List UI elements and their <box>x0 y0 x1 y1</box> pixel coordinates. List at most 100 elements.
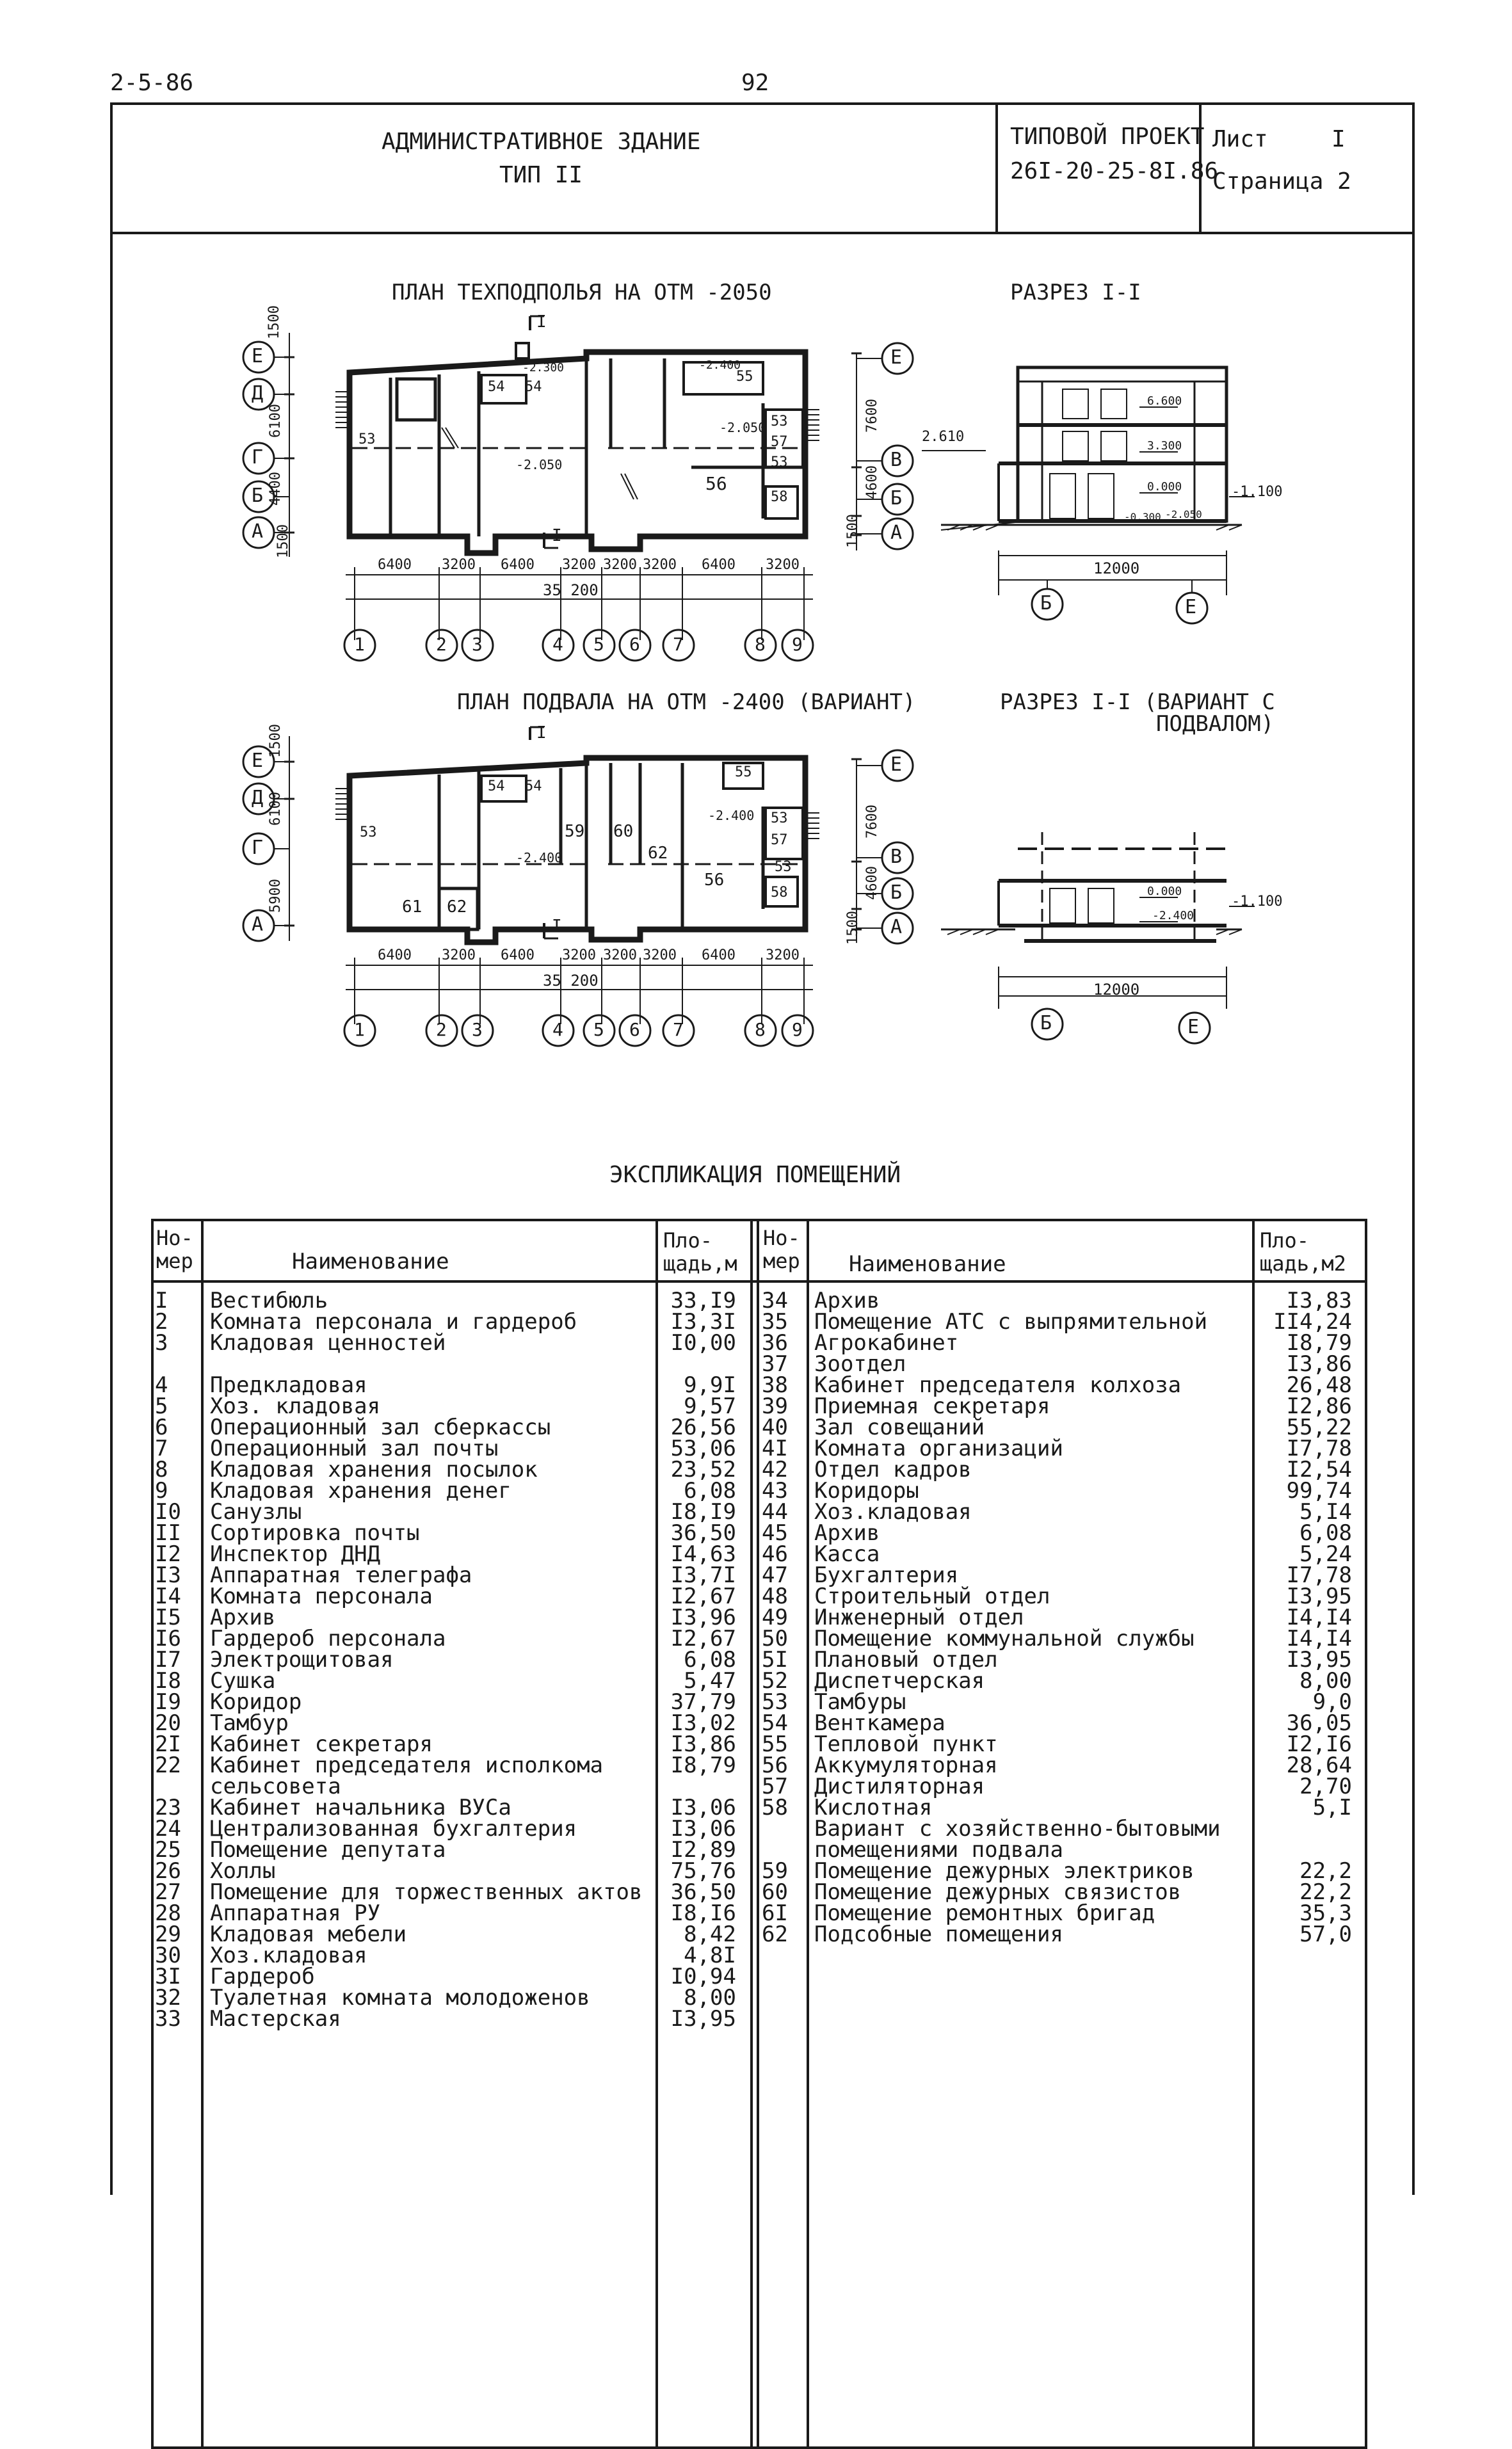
section2-level-1100: -1.100 <box>1232 894 1283 910</box>
left-row-name: Централизованная бухгалтерия <box>210 1816 577 1842</box>
plan2-room-61: 61 <box>402 897 422 917</box>
left-row-no: I6 <box>155 1626 181 1651</box>
section1-dim: 12000 <box>1093 559 1140 577</box>
left-row-area: 33,I9 <box>670 1288 736 1313</box>
plan1-dim-bottom-6: 3200 <box>643 557 677 573</box>
sheet-label: Лист <box>1212 126 1268 152</box>
plan2-room-59: 59 <box>565 822 585 841</box>
right-row-no: 57 <box>762 1774 788 1799</box>
right-row-name: Плановый отдел <box>814 1647 998 1673</box>
right-row-area: I2,54 <box>1286 1457 1352 1482</box>
left-row-no: 22 <box>155 1753 181 1778</box>
plan1-axis-right-a: А <box>890 522 903 544</box>
right-row-name: Вариант с хозяйственно-бытовыми <box>814 1816 1221 1842</box>
right-row-no: 34 <box>762 1288 788 1313</box>
plan1-dim-bottom-1: 6400 <box>378 557 412 573</box>
left-row-no: 2I <box>155 1731 181 1757</box>
plan1-room-54a: 54 <box>488 379 505 395</box>
left-row-area: 36,50 <box>670 1520 736 1546</box>
plan2-level-1: -2.400 <box>516 850 563 865</box>
right-row-area: 36,05 <box>1286 1710 1352 1736</box>
left-row-no: I4 <box>155 1584 181 1609</box>
plan2-room-56: 56 <box>704 871 725 890</box>
left-row-no: I8 <box>155 1668 181 1694</box>
left-row-name: Предкладовая <box>210 1372 367 1398</box>
section2-title-line2: ПОДВАЛОМ) <box>1156 711 1275 737</box>
plan1-axis-right-e: Е <box>890 346 903 369</box>
right-row-name: Зоотдел <box>814 1351 906 1377</box>
left-row-name: Коридор <box>210 1689 302 1715</box>
left-row-no: I5 <box>155 1605 181 1630</box>
right-row-area: 6,08 <box>1299 1520 1352 1546</box>
plan1-dim-right-3: 1500 <box>845 514 861 548</box>
left-row-area: 4,8I <box>684 1943 736 1968</box>
plan1-room-55: 55 <box>736 369 753 385</box>
plan2-room-54b: 54 <box>525 778 542 794</box>
right-row-no: 47 <box>762 1562 788 1588</box>
plan2-dim-bottom-5: 3200 <box>603 947 637 963</box>
header-area-left-1: Пло- <box>663 1228 713 1253</box>
left-row-name: Гардероб <box>210 1964 315 1989</box>
plan1-dim-total: 35 200 <box>543 581 599 599</box>
left-row-no: I0 <box>155 1499 181 1525</box>
left-row-name: Электрощитовая <box>210 1647 394 1673</box>
project-label: ТИПОВОЙ ПРОЕКТ <box>1010 124 1205 150</box>
plan2-dim-bottom-2: 3200 <box>442 947 476 963</box>
right-row-area: 28,64 <box>1286 1753 1352 1778</box>
plan1-axis-left-a: А <box>252 520 264 543</box>
plan2-axis-right-e: Е <box>890 753 903 776</box>
title-block-divider-2 <box>1199 102 1202 233</box>
plan2-room-55: 55 <box>735 764 752 780</box>
section1-level-0000: 0.000 <box>1147 480 1182 494</box>
left-row-area: I3,7I <box>670 1562 736 1588</box>
plan1-dim-left-1: 1500 <box>266 305 282 339</box>
plan1-axis-4: 4 <box>552 634 563 655</box>
left-row-area: 36,50 <box>670 1879 736 1905</box>
project-number: 26I-20-25-8I.86 <box>1010 158 1219 184</box>
plan1-dim-right-1: 7600 <box>864 399 880 433</box>
plan1-dim-bottom-3: 6400 <box>501 557 535 573</box>
left-row-name: Кладовая мебели <box>210 1922 407 1947</box>
left-row-name: Хоз. кладовая <box>210 1393 381 1419</box>
left-row-area: I0,00 <box>670 1330 736 1356</box>
left-row-area: I3,06 <box>670 1816 736 1842</box>
left-row-no: 28 <box>155 1900 181 1926</box>
plan2-axis-left-g: Г <box>252 837 264 859</box>
right-row-no: 40 <box>762 1415 788 1440</box>
header-name-right: Наименование <box>849 1251 1006 1277</box>
right-row-no: 58 <box>762 1795 788 1820</box>
left-row-name: Комната персонала и гардероб <box>210 1309 577 1335</box>
plan1-dim-bottom-5: 3200 <box>603 557 637 573</box>
left-row-area: I3,86 <box>670 1731 736 1757</box>
left-row-name: Комната персонала <box>210 1584 433 1609</box>
plan2-dim-left-3: 5900 <box>268 879 284 913</box>
right-row-name: Бухгалтерия <box>814 1562 959 1588</box>
right-row-no: 4I <box>762 1436 788 1461</box>
left-row-area: 8,42 <box>684 1922 736 1947</box>
right-row-area: 9,0 <box>1312 1689 1352 1715</box>
right-row-area: 22,2 <box>1299 1858 1352 1884</box>
plan2-axis-left-a: А <box>252 913 264 936</box>
right-row-name: Коридоры <box>814 1478 919 1504</box>
left-row-area: I8,I9 <box>670 1499 736 1525</box>
left-row-name: Аппаратная РУ <box>210 1900 381 1926</box>
title-line-2: ТИП II <box>499 162 583 188</box>
left-row-name: Помещение для торжественных актов <box>210 1879 643 1905</box>
plan1-dim-bottom-4: 3200 <box>562 557 596 573</box>
right-row-name: Кислотная <box>814 1795 933 1820</box>
right-row-area: I2,86 <box>1286 1393 1352 1419</box>
right-row-no: 62 <box>762 1922 788 1947</box>
table-col-line-1 <box>201 1219 204 2449</box>
section1-level-0300: -0.300 <box>1124 511 1161 523</box>
right-row-no: 46 <box>762 1541 788 1567</box>
title-block-bottom-line <box>110 232 1412 234</box>
plan2-room-60: 60 <box>613 822 634 841</box>
title-line-1: АДМИНИСТРАТИВНОЕ ЗДАНИЕ <box>382 129 701 155</box>
right-row-no: 59 <box>762 1858 788 1884</box>
explication-table: Но- мер Наименование Пло- щадь,м Но- мер… <box>151 1219 1367 2449</box>
plan2-axis-right-b: Б <box>890 881 903 904</box>
right-row-name: Комната организаций <box>814 1436 1063 1461</box>
